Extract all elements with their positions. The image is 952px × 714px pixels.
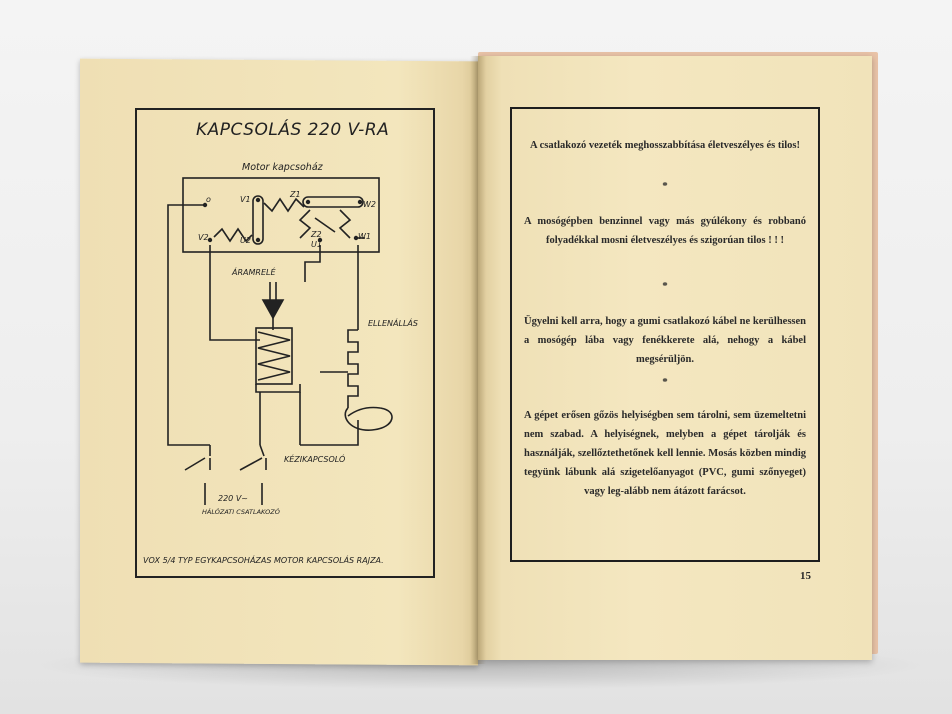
link-v1-u2 [252, 195, 264, 245]
hand-switch-label: KÉZIKAPCSOLÓ [284, 455, 346, 464]
terminal-w1: W1 [358, 232, 371, 241]
terminal-v1: V1 [240, 195, 251, 204]
terminal-dots [202, 197, 363, 243]
terminal-o: o [206, 195, 211, 204]
page-number: 15 [800, 570, 811, 582]
terminal-z1: Z1 [290, 190, 301, 199]
relay-stem [269, 282, 277, 300]
relay-cone [261, 299, 285, 320]
book-gutter [470, 56, 486, 664]
coil-diag-right [338, 209, 352, 239]
relay-base [255, 384, 301, 393]
wire-left [167, 204, 210, 446]
warning-extension-cord: A csatlakozó vezeték meghosszabbítása él… [529, 140, 801, 151]
mains-leads [204, 483, 263, 505]
warning-flammable-liquids: A mosógépben benzinnel vagy más gyúlékon… [524, 216, 806, 246]
wire-to-switch [209, 444, 265, 457]
switch-blade-right [239, 457, 263, 471]
diagram-title: KAPCSOLÁS 220 V-RA [196, 120, 390, 140]
wire-bottom-right [300, 420, 359, 446]
terminal-z2: Z2 [311, 230, 322, 239]
separator-star-2: * [662, 280, 668, 292]
relay-frame [255, 327, 293, 385]
switch-blade-left [184, 457, 206, 471]
warning-steamy-room: A gépet erősen gőzös helyiségben sem tár… [524, 410, 806, 497]
voltage-label: 220 V~ [218, 494, 248, 503]
terminal-v2: V2 [198, 233, 209, 242]
warning-rubber-cable: Ügyelni kell arra, hogy a gumi csatlakoz… [524, 316, 806, 365]
mains-connector-label: HÁLÓZATI CSATLAKOZÓ [202, 508, 280, 516]
link-z1-w2 [302, 196, 364, 208]
resistance-element [347, 329, 359, 408]
terminal-u2: U2 [240, 236, 251, 245]
diagram-frame [135, 108, 435, 578]
wire-v2 [209, 245, 260, 341]
coil-diag-left [298, 209, 312, 239]
right-page [478, 56, 872, 660]
terminal-w2: W2 [363, 200, 376, 209]
relay-label: ÁRAMRELÉ [232, 268, 276, 277]
wire-u1 [304, 245, 321, 282]
coil-v2-u2 [213, 227, 253, 243]
coil-v1-z [263, 197, 305, 213]
motor-housing-label: Motor kapcsoház [242, 162, 323, 173]
coil-cross [314, 217, 336, 233]
diagram-caption: VOX 5/4 TYP EGYKAPCSOHÁZAS MOTOR KAPCSOL… [143, 556, 384, 565]
motor-housing-box [182, 177, 380, 253]
terminal-u1: U1 [311, 240, 322, 249]
separator-star-1: * [662, 180, 668, 192]
resistance-label: ELLENÁLLÁS [368, 319, 418, 328]
wire-loop [344, 406, 393, 431]
separator-star-3: * [662, 376, 668, 388]
warning-notice-box [510, 107, 820, 562]
